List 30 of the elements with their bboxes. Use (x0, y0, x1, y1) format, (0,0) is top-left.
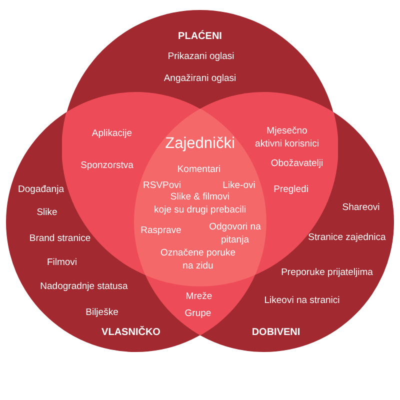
item-label: Bilješke (86, 306, 118, 320)
item-label: RSVPovi (143, 180, 181, 192)
item-label: Događanja (18, 184, 64, 196)
item-label: Preporuke prijateljima (281, 266, 373, 280)
item-label: Like-ovi (222, 180, 256, 192)
item-label: Slike & filmovi koje su drugi prebacili (154, 192, 246, 216)
item-label: Grupe (184, 308, 212, 320)
item-label: Nadogradnje statusa (40, 280, 128, 294)
item-label: Označene poruke na zidu (160, 248, 236, 272)
item-label: Stranice zajednica (308, 232, 386, 244)
item-label: Pregledi (274, 184, 308, 196)
item-label: Slike (36, 206, 58, 220)
item-label: Mjesečno aktivni korisnici (255, 126, 319, 150)
item-label: Filmovi (46, 256, 78, 270)
item-label: Sponzorstva (80, 160, 134, 172)
item-label: Odgovori na pitanja (209, 222, 261, 246)
set-heading: VLASNIČKO (102, 326, 160, 340)
item-label: Aplikacije (92, 128, 132, 140)
item-label: Obožavatelji (270, 158, 324, 170)
item-label: Angažirani oglasi (164, 72, 236, 86)
item-label: Mreže (186, 290, 212, 304)
item-label: Prikazani oglasi (168, 50, 234, 64)
item-label: Likeovi na stranici (264, 294, 340, 308)
set-heading: PLAĆENI (178, 30, 222, 44)
item-label: Komentari (177, 164, 221, 176)
set-heading: DOBIVENI (252, 326, 300, 340)
center-heading: Zajednički (165, 138, 235, 150)
item-label: Brand stranice (29, 232, 91, 246)
item-label: Shareovi (342, 202, 380, 214)
item-label: Rasprave (140, 224, 182, 238)
